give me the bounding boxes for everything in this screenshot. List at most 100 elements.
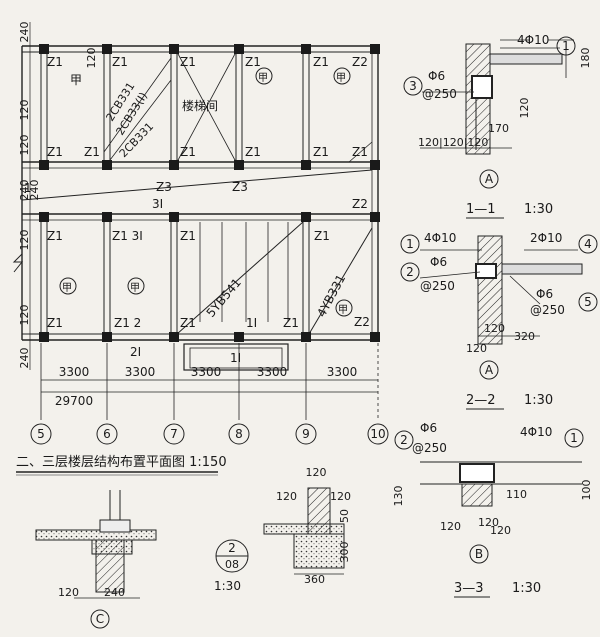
dim-130: 130 — [392, 486, 405, 507]
column-label: Z1 — [313, 145, 329, 159]
spacing: @250 — [420, 279, 455, 293]
dim-left-240: 240 — [18, 180, 31, 201]
column-label: Z1 — [283, 316, 299, 330]
section-scale: 1:30 — [524, 202, 553, 217]
column-label: Z1 — [47, 316, 63, 330]
detail-marker — [394, 430, 414, 450]
dim-120: 120 — [440, 520, 461, 533]
axis-label: 7 — [170, 427, 178, 441]
section-mark-3i: 3I — [152, 197, 163, 211]
axis-bubble — [96, 423, 118, 445]
detail-marker — [403, 76, 423, 96]
room-marker-circle — [335, 299, 353, 317]
rebar-top: 4Φ10 — [517, 33, 549, 47]
axis-bubble — [30, 423, 52, 445]
axis-label: 6 — [103, 427, 111, 441]
column-label: Z1 — [47, 145, 63, 159]
stirrup-2: Φ6 — [536, 287, 553, 301]
axis-bubble — [367, 423, 389, 445]
column-label: Z1 — [180, 316, 196, 330]
axis-label: 10 — [370, 427, 385, 441]
total-dimension: 29700 — [55, 394, 93, 408]
marker-1: 1 — [570, 431, 578, 445]
slab — [501, 263, 583, 275]
ring-beam — [91, 539, 133, 555]
column-label: Z1 — [352, 145, 368, 159]
dim-top-120: 120 — [85, 48, 98, 69]
stair-label: 楼梯间 — [182, 98, 218, 113]
spacing: @250 — [422, 87, 457, 101]
column-label-z3: Z3 — [232, 180, 248, 194]
ring-beam — [475, 263, 497, 279]
bay-dimension: 3300 — [191, 365, 222, 379]
axis-label: A — [485, 172, 494, 186]
stirrup: Φ6 — [420, 421, 437, 435]
marker-5: 5 — [584, 295, 592, 309]
axis-bubble — [469, 544, 489, 564]
slab — [35, 529, 157, 541]
column-label-z2: Z2 — [352, 55, 368, 69]
dim-180: 180 — [579, 48, 592, 69]
dim-120-left: 120 — [276, 490, 297, 503]
sheet-number: 08 — [225, 558, 239, 571]
marker-2: 2 — [406, 265, 414, 279]
column-label: Z1 — [47, 229, 63, 243]
axis-label: B — [475, 547, 483, 561]
bottom-dims: 120|120|120 — [418, 136, 488, 149]
detail-marker — [564, 428, 584, 448]
slab — [489, 53, 563, 65]
detail-marker — [578, 234, 598, 254]
dim-top-240: 240 — [18, 22, 31, 43]
column-label-z3: Z3 — [156, 180, 172, 194]
axis-bubble — [295, 423, 317, 445]
dim-left-120: 120 — [18, 305, 31, 326]
axis-bubble — [479, 169, 499, 189]
room-marker-circle — [255, 67, 273, 85]
bay-dimension: 3300 — [327, 365, 358, 379]
rebar-top: 4Φ10 — [520, 425, 552, 439]
rebar-right: 2Φ10 — [530, 231, 562, 245]
dim-300: 300 — [338, 542, 351, 563]
axis-bubble — [228, 423, 250, 445]
room-marker-circle — [59, 277, 77, 295]
dim-170: 170 — [488, 122, 509, 135]
beam-label-5yb541: 5YB541 — [204, 276, 244, 320]
spacing: @250 — [412, 441, 447, 455]
section-title: 3—3 — [454, 581, 484, 596]
detail-scale: 1:30 — [214, 579, 241, 593]
column-label: Z1 — [112, 55, 128, 69]
column-label-2: Z1 2 — [114, 316, 141, 330]
axis-label: C — [96, 612, 104, 626]
detail-number: 2 — [228, 541, 236, 555]
column-label: Z1 — [313, 55, 329, 69]
marker-3: 3 — [409, 79, 417, 93]
axis-label: 8 — [235, 427, 243, 441]
axis-bubble — [479, 360, 499, 380]
room-jia-label: 甲 — [336, 73, 346, 84]
ring-beam — [471, 75, 493, 99]
section-1-1: 1 4Φ10 180 3 Φ6 @250 120 170 120|120|120… — [403, 33, 592, 219]
room-jia-label: 甲 — [70, 73, 82, 87]
dim-360: 360 — [304, 573, 325, 586]
column-label: Z1 — [245, 55, 261, 69]
rebar-top: 4Φ10 — [424, 231, 456, 245]
axis-label: 9 — [302, 427, 310, 441]
dim-left-240: 240 — [28, 180, 41, 201]
wall-hatch — [461, 483, 493, 507]
stirrup: Φ6 — [428, 69, 445, 83]
axis-bubble — [90, 609, 110, 629]
dim-110: 110 — [506, 488, 527, 501]
dim-120-top: 120 — [306, 466, 327, 479]
beam-section — [459, 463, 495, 483]
section-2-2: 1 4Φ10 2 Φ6 @250 2Φ10 4 Φ6 @250 5 120 32… — [400, 231, 598, 410]
column-label: Z1 — [180, 55, 196, 69]
dim-left-240: 240 — [18, 348, 31, 369]
section-title: 2—2 — [466, 393, 496, 408]
room-jia-label: 甲 — [130, 283, 140, 294]
marker-1: 1 — [406, 237, 414, 251]
wall-hatch — [477, 235, 503, 345]
axis-label: A — [485, 363, 494, 377]
stirrup: Φ6 — [430, 255, 447, 269]
